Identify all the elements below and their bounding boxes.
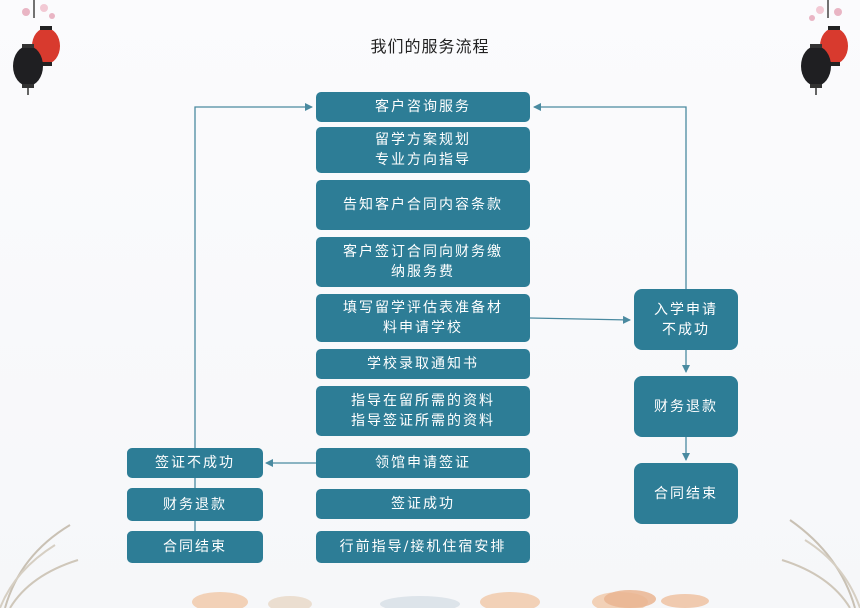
right-refund: 财务退款: [634, 376, 738, 437]
step-visa-success: 签证成功: [316, 489, 530, 519]
left-visa-failed: 签证不成功: [127, 448, 263, 478]
step-sign-contract: 客户签订合同向财务缴 纳服务费: [316, 237, 530, 287]
loop-arrow-right: [533, 103, 687, 289]
left-contract-end: 合同结束: [127, 531, 263, 563]
grass-decoration-right-icon: [781, 519, 860, 608]
right-contract-end: 合同结束: [634, 463, 738, 524]
cloud-decoration-right-icon: [604, 590, 709, 608]
loop-arrow-left: [194, 103, 313, 450]
step-application: 填写留学评估表准备材 料申请学校: [316, 294, 530, 342]
step-document-guidance: 指导在留所需的资料 指导签证所需的资料: [316, 386, 530, 436]
step-consultation: 客户咨询服务: [316, 92, 530, 122]
step-contract-terms: 告知客户合同内容条款: [316, 180, 530, 230]
right-admission-failed: 入学申请 不成功: [634, 289, 738, 350]
left-refund: 财务退款: [127, 488, 263, 521]
step-pre-departure: 行前指导/接机住宿安排: [316, 531, 530, 563]
step-visa-application: 领馆申请签证: [316, 448, 530, 478]
grass-decoration-left-icon: [0, 524, 79, 608]
step-admission-letter: 学校录取通知书: [316, 349, 530, 379]
page-title: 我们的服务流程: [370, 37, 490, 56]
step-study-plan: 留学方案规划 专业方向指导: [316, 127, 530, 173]
arrow-to-right-branch: [529, 315, 631, 324]
lantern-decoration-left-icon: [13, 0, 60, 95]
lantern-decoration-right-icon: [801, 0, 848, 95]
